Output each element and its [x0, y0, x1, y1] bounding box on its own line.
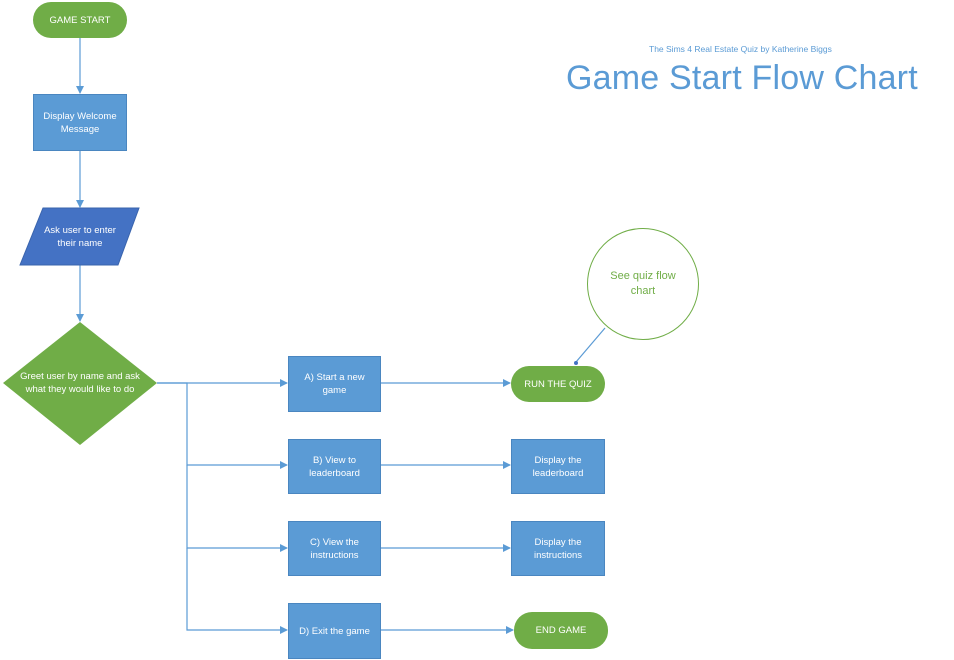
ask-name-label: Ask user to enter their name — [44, 224, 116, 249]
chart-subtitle: The Sims 4 Real Estate Quiz by Katherine… — [649, 44, 832, 54]
welcome-label: Display Welcome Message — [43, 110, 117, 135]
display-leaderboard-label: Display the leaderboard — [532, 454, 584, 479]
option-a-box: A) Start a new game — [288, 356, 381, 412]
display-leaderboard-box: Display the leaderboard — [511, 439, 605, 494]
display-instructions-label: Display the instructions — [533, 536, 583, 561]
game-start-label: GAME START — [49, 14, 111, 26]
option-d-box: D) Exit the game — [288, 603, 381, 659]
end-game-terminal: END GAME — [514, 612, 608, 649]
end-game-label: END GAME — [535, 625, 587, 636]
option-b-label: B) View to leaderboard — [309, 454, 360, 479]
option-b-box: B) View to leaderboard — [288, 439, 381, 494]
option-d-label: D) Exit the game — [299, 625, 370, 637]
greet-decision-shape — [3, 322, 157, 445]
callout-pointer-line — [575, 327, 606, 363]
game-start-terminal: GAME START — [33, 2, 127, 38]
display-instructions-box: Display the instructions — [511, 521, 605, 576]
greet-label: Greet user by name and ask what they wou… — [20, 371, 140, 395]
option-c-box: C) View the instructions — [288, 521, 381, 576]
ask-name-shape — [19, 207, 140, 266]
run-quiz-label: RUN THE QUIZ — [524, 378, 592, 390]
option-a-label: A) Start a new game — [304, 372, 365, 396]
quiz-flow-callout: See quiz flow chart — [587, 228, 699, 340]
callout-pointer-dot — [574, 361, 578, 365]
connector-greet-to-b — [157, 382, 288, 469]
callout-label: See quiz flow chart — [610, 270, 676, 297]
chart-title: Game Start Flow Chart — [566, 59, 918, 97]
welcome-process-box: Display Welcome Message — [33, 94, 127, 151]
greet-label-wrap: Greet user by name and ask what they wou… — [14, 356, 146, 410]
connector-greet-to-d — [186, 548, 288, 634]
option-c-label: C) View the instructions — [310, 536, 359, 561]
ask-name-label-wrap: Ask user to enter their name — [44, 208, 116, 265]
run-quiz-terminal: RUN THE QUIZ — [511, 366, 605, 402]
connector-greet-to-c — [186, 465, 288, 552]
